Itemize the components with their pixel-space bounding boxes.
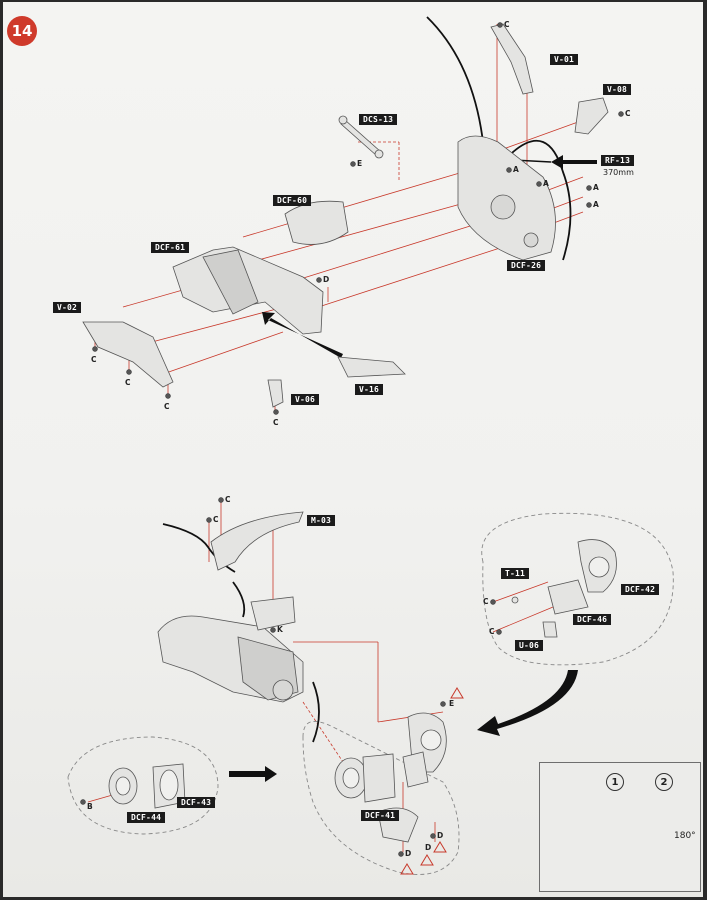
part-label-dcf44: DCF-44 bbox=[127, 812, 166, 823]
instruction-page: 14 bbox=[3, 2, 703, 897]
rotation-degrees: 180° bbox=[674, 831, 696, 841]
part-label-u06: U-06 bbox=[515, 640, 544, 651]
part-label-v01: V-01 bbox=[550, 54, 579, 65]
screw-label-k: K bbox=[277, 625, 283, 634]
part-label-rf13: RF-13 bbox=[601, 155, 635, 166]
screw-label-c: C bbox=[225, 495, 231, 504]
screw-label-c: C bbox=[483, 597, 489, 606]
screw-label-e: E bbox=[357, 159, 363, 168]
screw-label-b: B bbox=[87, 802, 93, 811]
screw-label-c: C bbox=[125, 378, 131, 387]
screw-label-d: D bbox=[425, 843, 432, 852]
part-label-v02: V-02 bbox=[53, 302, 82, 313]
part-label-dcf46: DCF-46 bbox=[573, 614, 612, 625]
screwdriver-tip-panel: 1 2 180° bbox=[539, 762, 701, 892]
screw-label-d: D bbox=[437, 831, 444, 840]
part-label-dcs13: DCS-13 bbox=[359, 114, 398, 125]
assembly-diagram: ! bbox=[67, 16, 684, 879]
part-label-dcf26: DCF-26 bbox=[507, 260, 546, 271]
part-label-dcf43: DCF-43 bbox=[177, 797, 216, 808]
screw-label-c: C bbox=[625, 109, 631, 118]
part-label-dcf42: DCF-42 bbox=[621, 584, 660, 595]
screw-label-a: A bbox=[543, 179, 549, 188]
part-label-v16: V-16 bbox=[355, 384, 384, 395]
part-label-v06: V-06 bbox=[291, 394, 320, 405]
screw-label-c: C bbox=[489, 627, 495, 636]
tool-step-2: 2 bbox=[655, 773, 673, 791]
part-label-dcf41: DCF-41 bbox=[361, 810, 400, 821]
part-label-m03: M-03 bbox=[307, 515, 336, 526]
screw-label-a: A bbox=[593, 183, 599, 192]
part-label-dcf61: DCF-61 bbox=[151, 242, 190, 253]
screw-label-e: E bbox=[449, 699, 455, 708]
screw-label-c: C bbox=[213, 515, 219, 524]
part-label-v08: V-08 bbox=[603, 84, 632, 95]
step-number-badge: 14 bbox=[7, 16, 37, 46]
screw-label-c: C bbox=[273, 418, 279, 427]
screw-label-d: D bbox=[405, 849, 412, 858]
screw-label-c: C bbox=[91, 355, 97, 364]
screw-label-c: C bbox=[504, 20, 510, 29]
part-label-t11: T-11 bbox=[501, 568, 530, 579]
screw-label-d: D bbox=[323, 275, 330, 284]
screw-label-c: C bbox=[164, 402, 170, 411]
rf13-length: 370mm bbox=[603, 168, 634, 177]
part-label-dcf60: DCF-60 bbox=[273, 195, 312, 206]
screw-label-a: A bbox=[513, 165, 519, 174]
screw-label-a: A bbox=[593, 200, 599, 209]
tool-step-1: 1 bbox=[606, 773, 624, 791]
